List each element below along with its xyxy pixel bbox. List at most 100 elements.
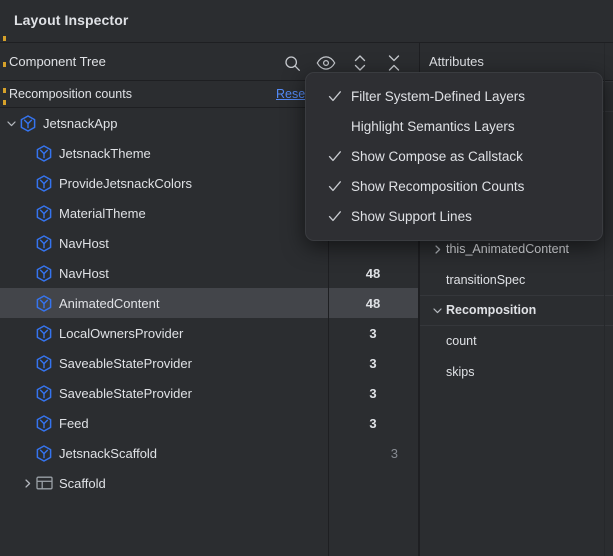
recomposition-counts-label: Recomposition counts — [9, 87, 132, 101]
search-icon[interactable] — [281, 52, 303, 74]
tree-twisty-placeholder — [20, 318, 34, 348]
collapse-all-icon[interactable] — [383, 52, 405, 74]
tree-row-label: NavHost — [59, 235, 109, 251]
tree-row[interactable]: LocalOwnersProvider 3 — [0, 318, 419, 348]
count-column-divider-right — [418, 108, 419, 556]
chevron-right-icon[interactable] — [429, 234, 446, 265]
expand-all-icon[interactable] — [349, 52, 371, 74]
attribute-twisty-placeholder — [429, 265, 446, 296]
tree-row[interactable]: ProvideJetsnackColors — [0, 168, 419, 198]
tree-twisty-placeholder — [20, 378, 34, 408]
gutter-mark — [3, 36, 6, 41]
tree-row-label: JetsnackScaffold — [59, 445, 158, 461]
recomposition-count: 48 — [365, 265, 381, 281]
eye-icon[interactable] — [315, 52, 337, 74]
tree-indent — [0, 348, 20, 378]
check-icon — [324, 210, 346, 223]
compose-node-icon — [34, 383, 54, 403]
tree-row[interactable]: SaveableStateProvider 3 — [0, 378, 419, 408]
check-icon — [324, 180, 346, 193]
attribute-row[interactable]: this_AnimatedContent — [420, 234, 613, 265]
attribute-label: skips — [446, 364, 475, 379]
gutter-mark — [3, 100, 6, 105]
tree-row-label: Feed — [59, 415, 89, 431]
menu-item[interactable]: Show Recomposition Counts — [306, 171, 602, 201]
view-layout-icon — [34, 473, 54, 493]
compose-node-icon — [34, 293, 54, 313]
tree-row-label: ProvideJetsnackColors — [59, 175, 192, 191]
chevron-down-icon[interactable] — [429, 296, 446, 325]
tree-twisty-placeholder — [20, 168, 34, 198]
count-column-divider — [328, 108, 329, 556]
tree-row-label: SaveableStateProvider — [59, 355, 192, 371]
attribute-row[interactable]: count — [420, 326, 613, 357]
recomposition-count: 3 — [369, 325, 377, 341]
attribute-label: transitionSpec — [446, 272, 526, 287]
recomposition-count: 3 — [390, 445, 398, 461]
compose-node-icon — [34, 173, 54, 193]
tree-indent — [0, 438, 20, 468]
tree-row-label: SaveableStateProvider — [59, 385, 192, 401]
menu-item-label: Show Recomposition Counts — [351, 178, 525, 194]
component-tree-title: Component Tree — [9, 54, 106, 69]
tree-row-label: JetsnackTheme — [59, 145, 151, 161]
gutter-mark — [3, 62, 6, 67]
compose-node-icon — [34, 143, 54, 163]
compose-node-icon — [34, 233, 54, 253]
tree-row[interactable]: JetsnackApp — [0, 108, 419, 138]
menu-item-label: Filter System-Defined Layers — [351, 88, 526, 104]
page-title: Layout Inspector — [14, 12, 129, 28]
tree-row[interactable]: SaveableStateProvider 3 — [0, 348, 419, 378]
menu-item-label: Show Compose as Callstack — [351, 148, 523, 164]
recomposition-count: 3 — [369, 355, 377, 371]
chevron-down-icon[interactable] — [4, 108, 18, 138]
menu-item[interactable]: Filter System-Defined Layers — [306, 81, 602, 111]
recomposition-count: 3 — [369, 385, 377, 401]
attribute-twisty-placeholder — [429, 326, 446, 357]
recomposition-count: 3 — [369, 415, 377, 431]
tree-indent — [0, 168, 20, 198]
compose-node-icon — [18, 113, 38, 133]
check-icon — [324, 90, 346, 103]
reset-link[interactable]: Reset — [276, 87, 309, 101]
menu-item[interactable]: Show Compose as Callstack — [306, 141, 602, 171]
tree-row[interactable]: NavHost — [0, 228, 419, 258]
tree-indent — [0, 408, 20, 438]
menu-item[interactable]: Highlight Semantics Layers — [306, 111, 602, 141]
tree-twisty-placeholder — [20, 228, 34, 258]
check-icon — [324, 150, 346, 163]
tree-twisty-placeholder — [20, 258, 34, 288]
tree-row-label: AnimatedContent — [59, 295, 160, 311]
tree-row[interactable]: NavHost 48 — [0, 258, 419, 288]
tree-row[interactable]: Feed 3 — [0, 408, 419, 438]
tree-row-label: LocalOwnersProvider — [59, 325, 184, 341]
attribute-twisty-placeholder — [429, 356, 446, 387]
compose-node-icon — [34, 263, 54, 283]
attribute-label: Recomposition — [446, 303, 537, 318]
tree-row-label: MaterialTheme — [59, 205, 146, 221]
tree-twisty-placeholder — [20, 438, 34, 468]
menu-item[interactable]: Show Support Lines — [306, 201, 602, 231]
tree-indent — [0, 468, 20, 498]
chevron-right-icon[interactable] — [20, 468, 34, 498]
attribute-row[interactable]: transitionSpec — [420, 265, 613, 296]
attribute-row[interactable]: skips — [420, 356, 613, 387]
compose-node-icon — [34, 323, 54, 343]
tree-row[interactable]: JetsnackTheme — [0, 138, 419, 168]
attribute-label: this_AnimatedContent — [446, 242, 569, 257]
tree-indent — [0, 378, 20, 408]
tree-row-label: NavHost — [59, 265, 109, 281]
compose-node-icon — [34, 413, 54, 433]
menu-item-label: Show Support Lines — [351, 208, 472, 224]
tree-row[interactable]: Scaffold — [0, 468, 419, 498]
compose-node-icon — [34, 353, 54, 373]
titlebar: Layout Inspector — [0, 0, 613, 43]
attribute-section-header[interactable]: Recomposition — [420, 295, 613, 326]
tree-row[interactable]: JetsnackScaffold 3 — [0, 438, 419, 468]
tree-twisty-placeholder — [20, 408, 34, 438]
tree-twisty-placeholder — [20, 348, 34, 378]
tree-row[interactable]: MaterialTheme — [0, 198, 419, 228]
tree-indent — [0, 288, 20, 318]
